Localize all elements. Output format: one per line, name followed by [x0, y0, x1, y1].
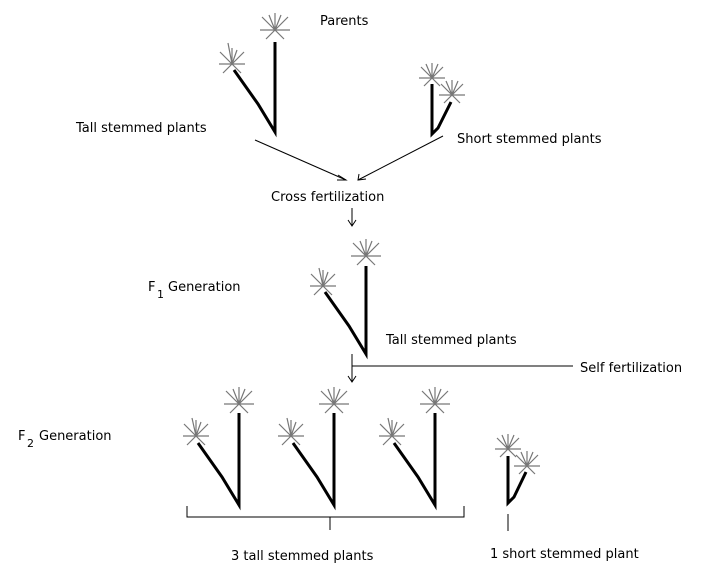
short-parent-label: Short stemmed plants: [457, 132, 602, 147]
f1-stem: [325, 266, 366, 354]
f2-tall-plant-3-flower-side: [379, 418, 405, 445]
f2-tall-plant-2-flower-top: [319, 387, 349, 413]
f2-short-plant-flower-side: [514, 451, 540, 474]
tall-parent-to-cross-line: [255, 140, 346, 180]
f1-flower-side: [310, 268, 336, 295]
f2-subscript: 2: [27, 437, 34, 450]
f1-letter: F: [148, 280, 155, 295]
f2-tall-plant-2: [278, 387, 349, 505]
tall-count-label: 3 tall stemmed plants: [231, 549, 374, 564]
f2-tall-plant-2-flower-side: [278, 418, 304, 445]
f2-tall-plant-1-flower-side: [183, 418, 209, 445]
short-parent-flower-side: [439, 80, 465, 103]
f2-tall-plant-1-flower-top: [224, 387, 254, 413]
f1-plant: [310, 239, 381, 354]
f1-subscript: 1: [157, 288, 164, 301]
parents-heading: Parents: [320, 14, 369, 29]
short-parent-flower-top: [419, 63, 445, 86]
f2-tall-plant-3-stem: [394, 413, 435, 505]
tall-f1-label: Tall stemmed plants: [385, 333, 517, 348]
tall-parent-flower-top: [260, 13, 290, 39]
f2-tall-plant-3: [379, 387, 450, 505]
f1-generation-label: Generation: [168, 280, 241, 295]
tall-parent-plant: [219, 13, 290, 132]
tall-parent-arrowhead: [337, 175, 346, 180]
tall-parent-flower-side: [219, 43, 245, 73]
f2-letter: F: [18, 429, 25, 444]
f2-tall-plant-1-stem: [198, 413, 239, 505]
f2-tall-plant-2-stem: [293, 413, 334, 505]
f2-generation-label: Generation: [39, 429, 112, 444]
short-parent-to-cross-line: [358, 136, 443, 180]
short-count-label: 1 short stemmed plant: [490, 547, 639, 562]
tall-parent-label: Tall stemmed plants: [75, 121, 207, 136]
tall-group-bracket: [187, 506, 464, 517]
cross-fertilization-label: Cross fertilization: [271, 190, 384, 205]
f2-short-plant-flower-top: [495, 434, 521, 457]
short-parent-plant: [419, 63, 465, 134]
f2-tall-plant-1: [183, 387, 254, 505]
self-fertilization-label: Self fertilization: [580, 361, 682, 376]
f1-flower-top: [351, 239, 381, 265]
f2-tall-plant-3-flower-top: [420, 387, 450, 413]
f2-short-plant: [495, 434, 540, 503]
f2-brackets: [187, 506, 508, 531]
